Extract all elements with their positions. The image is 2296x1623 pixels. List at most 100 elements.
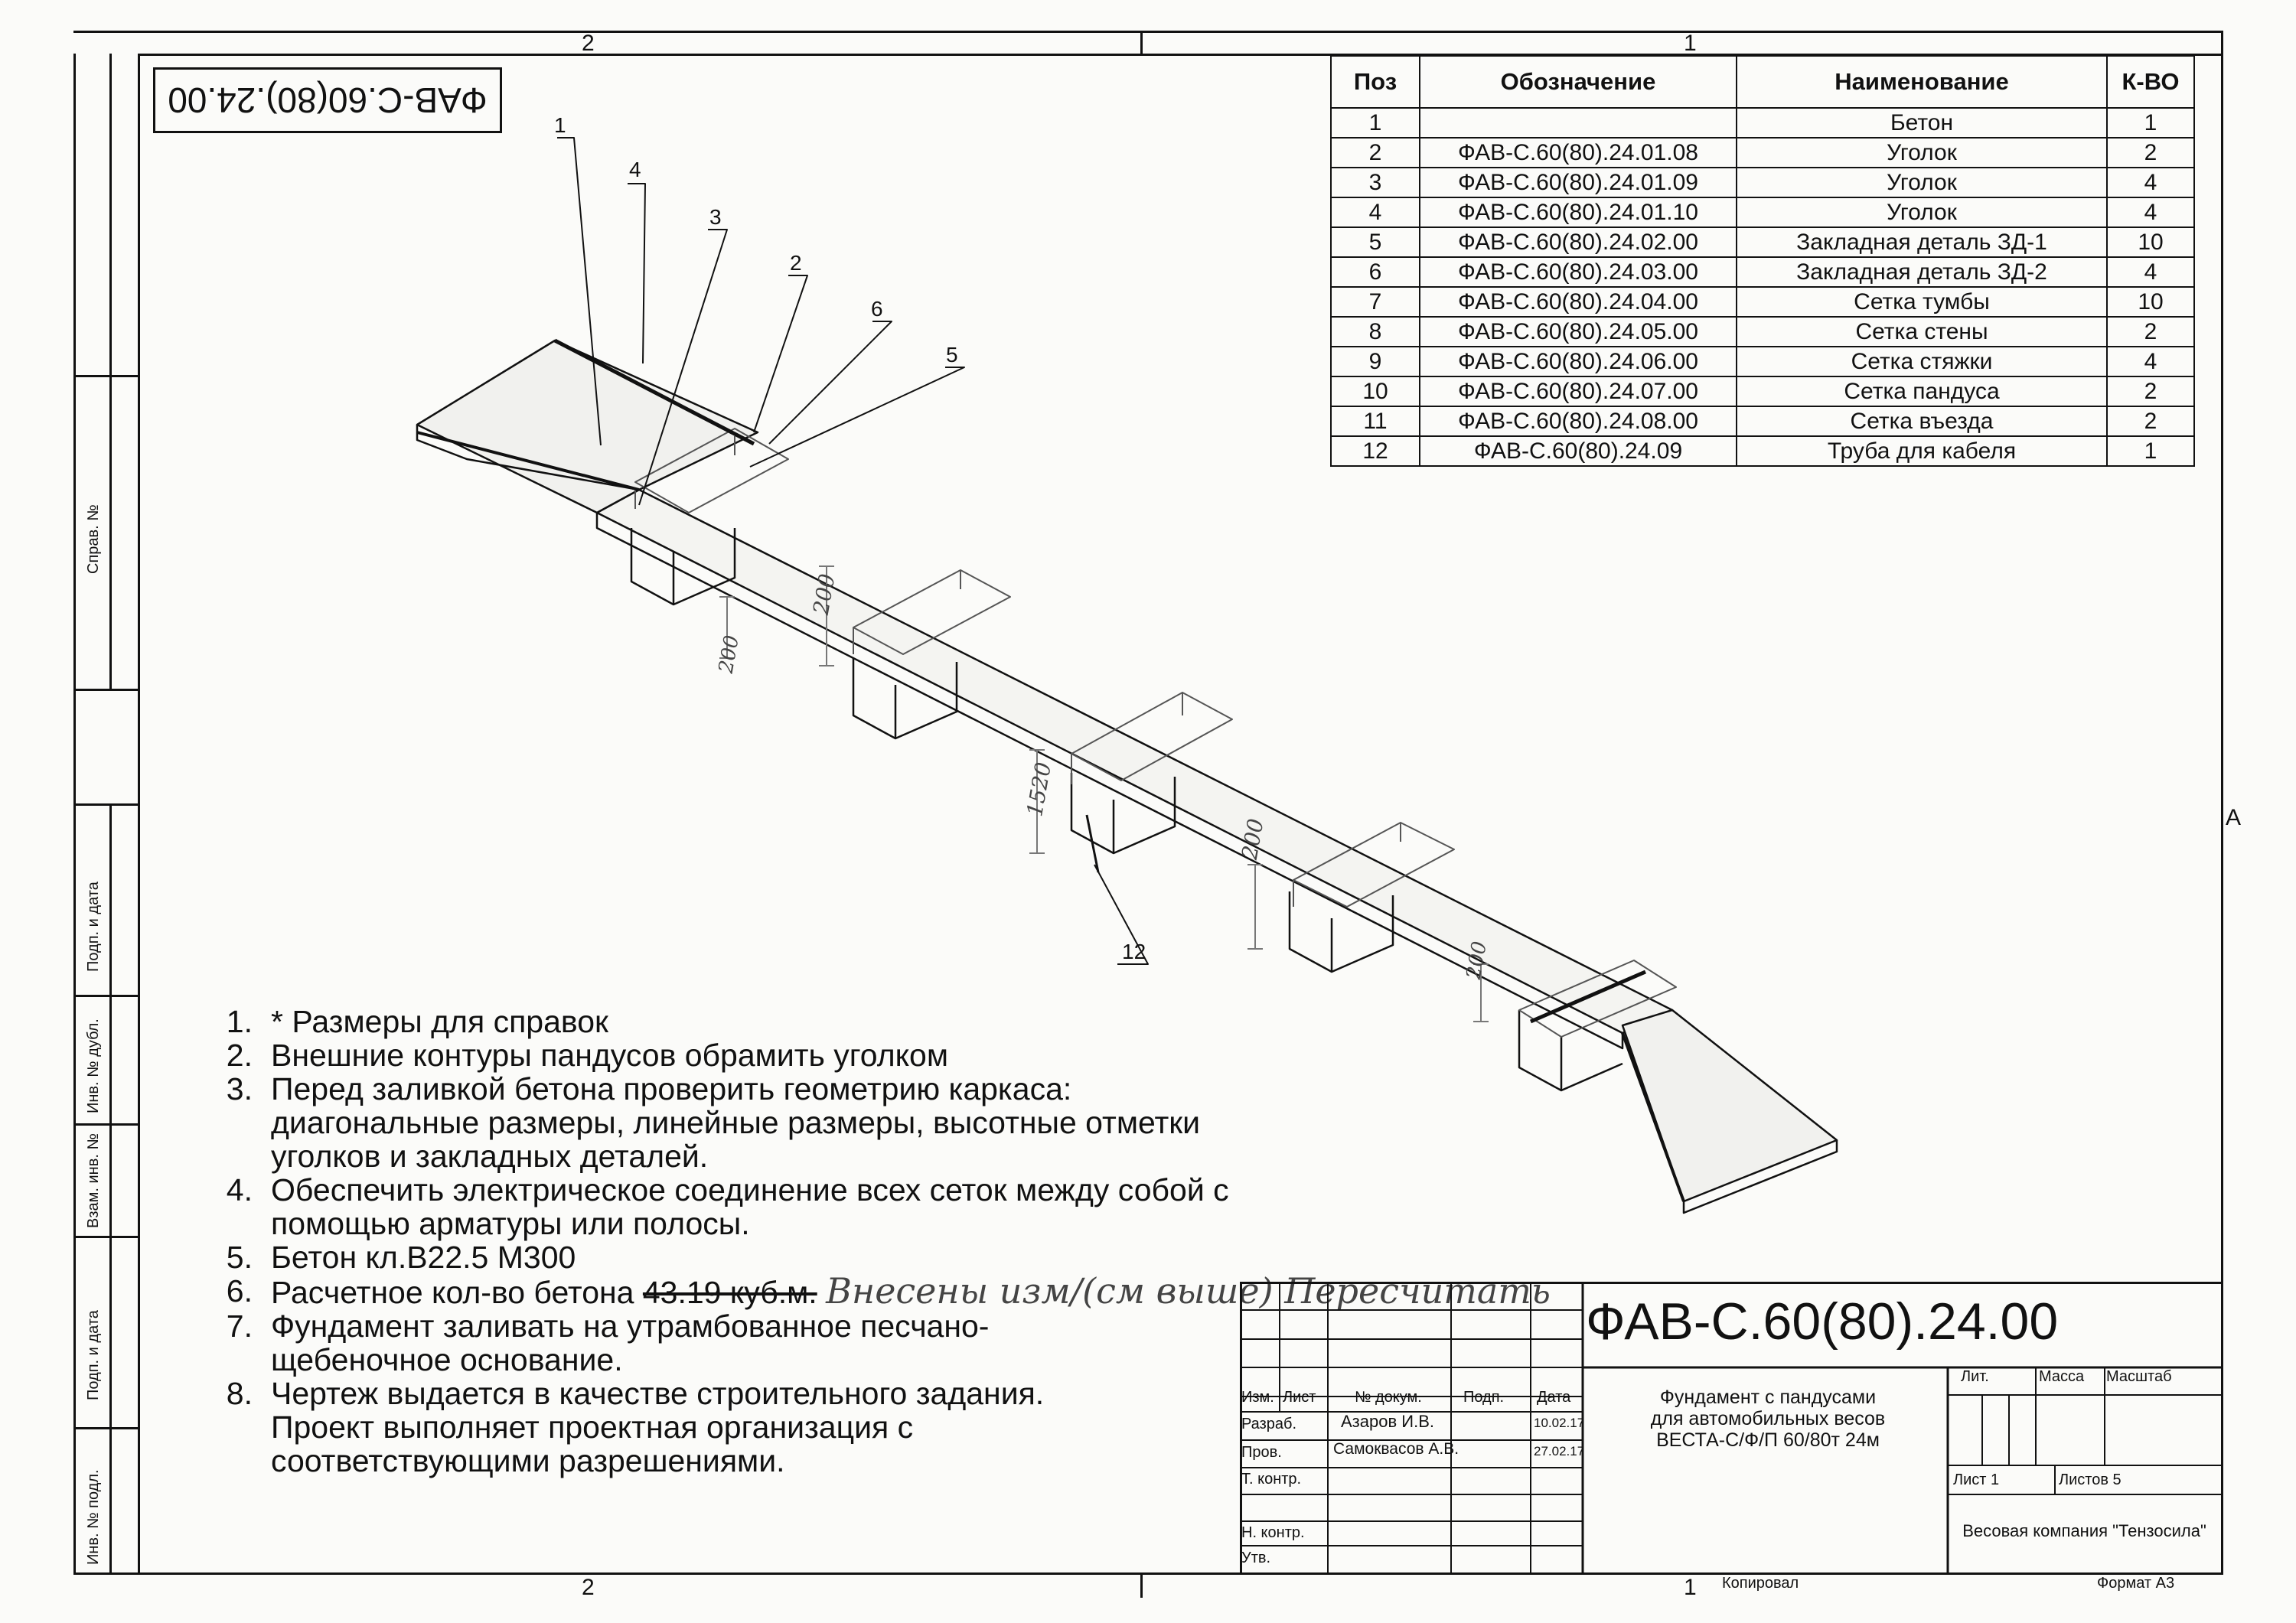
note-1: 1.* Размеры для справок bbox=[226, 1004, 608, 1039]
drawing-notes: 1.* Размеры для справок 2.Внешние контур… bbox=[201, 1004, 1551, 1478]
inner-frame-top bbox=[138, 54, 2222, 56]
tb-date-prov: 27.02.17 bbox=[1534, 1444, 1585, 1458]
spec-header-pos: Поз bbox=[1330, 55, 1420, 109]
spec-designation: ФАВ-С.60(80).24.09 bbox=[1419, 435, 1737, 467]
tb-col-data: Дата bbox=[1537, 1389, 1571, 1406]
spec-name: Труба для кабеля bbox=[1736, 435, 2108, 467]
tb-copied: Копировал bbox=[1722, 1575, 1799, 1592]
spec-qty: 4 bbox=[2106, 197, 2195, 228]
spec-name: Закладная деталь ЗД-2 bbox=[1736, 256, 2108, 288]
spec-pos: 5 bbox=[1330, 227, 1420, 258]
spec-qty: 2 bbox=[2106, 406, 2195, 437]
spec-name: Закладная деталь ЗД-1 bbox=[1736, 227, 2108, 258]
spec-name: Сетка въезда bbox=[1736, 406, 2108, 437]
callout-2: 2 bbox=[790, 251, 802, 275]
spec-header-qty: К-ВО bbox=[2106, 55, 2195, 109]
spec-qty: 2 bbox=[2106, 376, 2195, 407]
frame-top bbox=[73, 31, 2223, 33]
tb-role-prov: Пров. bbox=[1241, 1444, 1282, 1461]
spec-qty: 10 bbox=[2106, 227, 2195, 258]
spec-name: Уголок bbox=[1736, 167, 2108, 198]
spec-designation: ФАВ-С.60(80).24.08.00 bbox=[1419, 406, 1737, 437]
zone-label-side: A bbox=[2226, 805, 2242, 830]
callout-4: 4 bbox=[629, 158, 641, 181]
zone-label-top-right: 1 bbox=[1684, 31, 1697, 56]
zone-label-bottom-left: 2 bbox=[582, 1575, 595, 1600]
spec-name: Сетка пандуса bbox=[1736, 376, 2108, 407]
left-strip: Справ. № Подп. и дата Инв. № дубл. Взам.… bbox=[73, 54, 140, 1575]
spec-qty: 2 bbox=[2106, 316, 2195, 347]
spec-qty: 4 bbox=[2106, 256, 2195, 288]
spec-designation: ФАВ-С.60(80).24.01.09 bbox=[1419, 167, 1737, 198]
spec-name: Сетка стяжки bbox=[1736, 346, 2108, 377]
zone-divider-top bbox=[1140, 31, 1143, 54]
tb-role-razrab: Разраб. bbox=[1241, 1416, 1297, 1432]
spec-name: Сетка стены bbox=[1736, 316, 2108, 347]
note-2: 2.Внешние контуры пандусов обрамить угол… bbox=[226, 1038, 949, 1073]
company-name: Весовая компания "Тензосила" bbox=[1962, 1521, 2206, 1540]
tb-col-doc: № докум. bbox=[1355, 1389, 1422, 1406]
tb-sheets: Листов 5 bbox=[2059, 1471, 2122, 1488]
tb-format: Формат А3 bbox=[2097, 1575, 2175, 1592]
callout-6: 6 bbox=[871, 297, 883, 321]
title-block bbox=[1240, 1282, 2223, 1575]
left-ramp bbox=[416, 339, 759, 514]
spec-name: Сетка тумбы bbox=[1736, 286, 2108, 318]
spec-pos: 11 bbox=[1330, 406, 1420, 437]
callout-1: 1 bbox=[554, 113, 566, 137]
product-name: Фундамент с пандусами для автомобильных … bbox=[1650, 1387, 1886, 1451]
spec-pos: 7 bbox=[1330, 286, 1420, 318]
note-3: 3.Перед заливкой бетона проверить геомет… bbox=[226, 1071, 1201, 1174]
spec-designation: ФАВ-С.60(80).24.01.10 bbox=[1419, 197, 1737, 228]
spec-header-name: Наименование bbox=[1736, 55, 2108, 109]
spec-header-designation: Обозначение bbox=[1419, 55, 1737, 109]
spec-designation bbox=[1419, 107, 1737, 139]
spec-pos: 2 bbox=[1330, 137, 1420, 168]
spec-pos: 12 bbox=[1330, 435, 1420, 467]
frame-right bbox=[2221, 31, 2223, 1575]
note-7: 7.Фундамент заливать на утрамбованное пе… bbox=[226, 1309, 990, 1377]
spec-pos: 6 bbox=[1330, 256, 1420, 288]
spec-qty: 1 bbox=[2106, 435, 2195, 467]
tb-role-tkontr: Т. контр. bbox=[1241, 1471, 1302, 1488]
right-ramp bbox=[1621, 1009, 1838, 1203]
tb-col-podp: Подп. bbox=[1463, 1389, 1505, 1406]
spec-qty: 4 bbox=[2106, 167, 2195, 198]
spec-qty: 4 bbox=[2106, 346, 2195, 377]
zone-divider-bottom bbox=[1140, 1575, 1143, 1598]
callout-leaders bbox=[557, 137, 1149, 965]
spec-designation: ФАВ-С.60(80).24.03.00 bbox=[1419, 256, 1737, 288]
tb-col-izm: Изм. bbox=[1241, 1389, 1274, 1406]
spec-qty: 10 bbox=[2106, 286, 2195, 318]
spec-pos: 4 bbox=[1330, 197, 1420, 228]
dimension-lines bbox=[719, 565, 1489, 1022]
callout-12: 12 bbox=[1122, 940, 1146, 963]
spec-pos: 3 bbox=[1330, 167, 1420, 198]
tb-date-razrab: 10.02.17 bbox=[1534, 1416, 1585, 1430]
spec-pos: 10 bbox=[1330, 376, 1420, 407]
title-block-grid bbox=[1240, 1282, 2221, 1572]
tb-role-nkontr: Н. контр. bbox=[1241, 1524, 1305, 1541]
tb-sheet: Лист 1 bbox=[1953, 1471, 2000, 1488]
tb-role-utv: Утв. bbox=[1241, 1550, 1271, 1566]
spec-name: Уголок bbox=[1736, 137, 2108, 168]
handwritten-correction: Внесены изм/(см выше) Пересчитать bbox=[826, 1270, 1551, 1312]
spec-name: Уголок bbox=[1736, 197, 2108, 228]
note-4: 4.Обеспечить электрическое соединение вс… bbox=[226, 1172, 1229, 1241]
zone-label-bottom-right: 1 bbox=[1684, 1575, 1697, 1600]
tb-col-list: Лист bbox=[1283, 1389, 1316, 1406]
tb-scale: Масштаб bbox=[2106, 1368, 2172, 1385]
spec-designation: ФАВ-С.60(80).24.05.00 bbox=[1419, 316, 1737, 347]
frame-bottom bbox=[73, 1572, 2223, 1575]
